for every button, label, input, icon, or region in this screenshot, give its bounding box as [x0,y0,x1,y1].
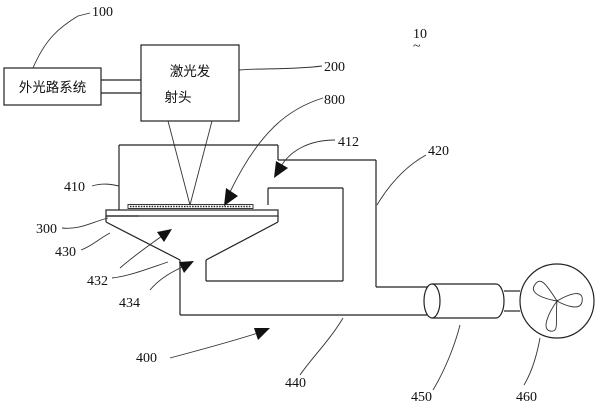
filter-450 [423,283,520,319]
arrow-head-432 [157,229,172,242]
arrow-head-412 [274,161,288,178]
label-430: 430 [55,245,76,260]
label-10: 10 [413,27,427,42]
reference-labels: 100 10 ~ 200 800 412 420 410 300 430 432… [36,5,537,405]
label-440: 440 [285,376,306,391]
label-200: 200 [324,60,345,75]
label-420: 420 [428,144,449,159]
platform-300 [105,204,279,217]
label-400: 400 [136,351,157,366]
arrow-head-434 [179,261,194,273]
label-460: 460 [516,390,537,405]
label-100: 100 [92,5,113,20]
label-10-tilde: ~ [413,39,421,54]
laser-head-label-line1: 激光发 [170,64,211,80]
label-450: 450 [411,390,432,405]
arrow-head-800 [224,188,238,206]
label-300: 300 [36,222,57,237]
laser-head-label-line2: 射头 [165,90,192,106]
label-410: 410 [64,180,85,195]
optics-connector [101,79,141,94]
hopper-430 [105,215,279,315]
outlet-duct-420 [205,159,432,288]
laser-head-block: 激光发 射头 [140,44,240,122]
label-434: 434 [119,296,140,311]
external-optics-label: 外光路系统 [19,80,87,96]
leader-lines [32,12,541,391]
enclosure-410 [118,144,279,210]
arrow-head-400 [254,328,270,340]
label-412: 412 [338,135,359,150]
label-800: 800 [324,93,345,108]
fan-460 [519,263,595,339]
label-432: 432 [87,274,108,289]
arrows [119,97,336,359]
laser-beam [167,120,213,206]
external-optics-block: 外光路系统 [3,67,102,106]
